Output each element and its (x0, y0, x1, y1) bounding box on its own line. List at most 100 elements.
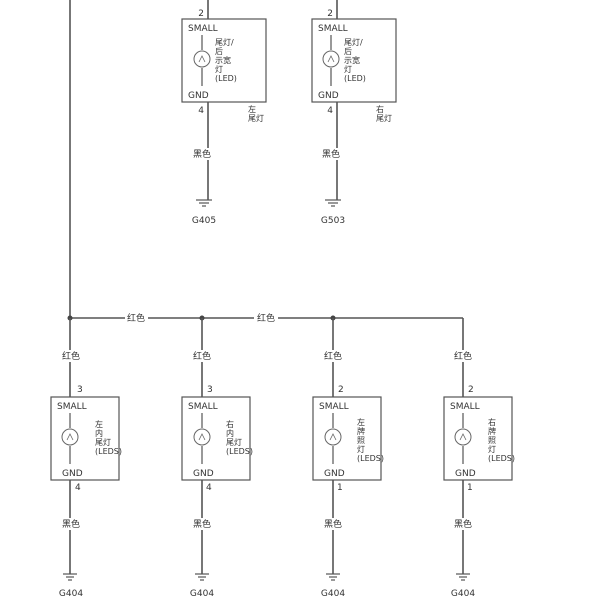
wire-color-label: 黑色 (322, 148, 340, 160)
lamp-desc-line: 示宽 (215, 55, 231, 65)
lamp-module-box (181, 396, 251, 481)
led-lamp-icon (322, 50, 340, 68)
lamp-desc-line: 灯 (488, 444, 496, 454)
ground-icon (325, 199, 341, 207)
pin-number: 2 (338, 385, 344, 395)
wire-color-label: 红色 (454, 350, 472, 362)
position-label: 尾灯 (376, 113, 392, 123)
led-filament-icon (459, 433, 467, 441)
led-filament-icon (198, 433, 206, 441)
right-inner-tail-lamp-component: 红色 3 SMALL 右 内 尾灯 (LEDS) GND 4 黑色 G404 (181, 318, 253, 599)
led-filament-icon (329, 433, 337, 441)
wire-label-bg (449, 518, 479, 530)
lamp-desc-line: (LEDS) (488, 454, 515, 463)
lamp-desc-line: 左 (95, 419, 103, 429)
lamp-desc-line: 内 (95, 428, 103, 438)
position-label: 左 (248, 104, 256, 114)
signal-label: SMALL (318, 24, 348, 34)
led-filament-icon (66, 433, 74, 441)
pin-number: 3 (77, 385, 83, 395)
wire-label-bg (321, 148, 353, 160)
signal-label: SMALL (188, 402, 218, 412)
wire-color-label: 黑色 (193, 148, 211, 160)
signal-label: SMALL (57, 402, 87, 412)
led-filament-icon (327, 55, 335, 63)
lamp-desc-line: 后 (344, 46, 352, 56)
ground-id: G503 (321, 216, 345, 226)
wire-color-label: 黑色 (62, 518, 80, 530)
bus-wire-label: 红色 (257, 312, 275, 324)
lamp-desc-line: 右 (488, 417, 496, 427)
lamp-desc-line: 尾灯 (95, 437, 111, 447)
wire-color-label: 红色 (324, 350, 342, 362)
pin-number: 4 (327, 106, 333, 116)
signal-label: SMALL (450, 402, 480, 412)
ground-id: G404 (59, 589, 83, 599)
gnd-label: GND (193, 469, 214, 479)
gnd-label: GND (62, 469, 83, 479)
wire-color-label: 黑色 (454, 518, 472, 530)
lamp-desc-line: 牌 (488, 426, 496, 436)
pin-number: 2 (198, 9, 204, 19)
wire-color-label: 红色 (193, 350, 211, 362)
pin-number: 4 (206, 483, 212, 493)
pin-number: 2 (468, 385, 474, 395)
wire-label-bg (188, 350, 218, 362)
right-tail-lamp-component: 2 SMALL 尾灯/ 后 示宽 灯 (LED) GND 4 右 尾灯 黑色 G… (311, 0, 397, 226)
wire-label-bg (56, 350, 86, 362)
lamp-desc-line: 照 (488, 436, 496, 445)
left-tail-lamp-component: 2 SMALL 尾灯/ 后 示宽 灯 (LED) GND 4 左 尾灯 黑色 G… (181, 0, 267, 226)
led-lamp-icon (454, 428, 472, 446)
lamp-desc-line: 尾灯 (226, 437, 242, 447)
wire-label-bg (449, 350, 479, 362)
lamp-desc-line: (LEDS) (95, 447, 122, 456)
lamp-desc-line: 灯 (344, 64, 352, 74)
lamp-desc-line: (LEDS) (357, 454, 384, 463)
led-lamp-icon (193, 50, 211, 68)
pin-number: 4 (75, 483, 81, 493)
ground-icon (195, 573, 209, 581)
lamp-desc-line: 右 (226, 419, 234, 429)
wire-label-bg (192, 148, 224, 160)
wire-label-bg (188, 518, 218, 530)
ground-icon (326, 573, 340, 581)
lamp-desc-line: (LED) (344, 74, 366, 83)
wire-label-bg (56, 518, 86, 530)
position-label: 右 (376, 104, 384, 114)
pin-number: 3 (207, 385, 213, 395)
ground-icon (196, 199, 212, 207)
left-license-lamp-component: 红色 2 SMALL 左 牌 照 灯 (LEDS) GND 1 黑色 G404 (312, 318, 384, 599)
lamp-desc-line: 灯 (215, 64, 223, 74)
lamp-desc-line: 灯 (357, 444, 365, 454)
lamp-desc-line: 后 (215, 46, 223, 56)
lamp-module-box (312, 396, 382, 481)
lamp-desc-line: (LEDS) (226, 447, 253, 456)
ground-id: G404 (451, 589, 475, 599)
led-filament-icon (198, 55, 206, 63)
lamp-desc-line: 内 (226, 428, 234, 438)
pin-number: 1 (467, 483, 473, 493)
lamp-desc-line: 牌 (357, 426, 365, 436)
ground-icon (456, 573, 470, 581)
ground-id: G405 (192, 216, 216, 226)
gnd-label: GND (455, 469, 476, 479)
wire-color-label: 黑色 (193, 518, 211, 530)
ground-id: G404 (190, 589, 214, 599)
lamp-desc-line: 左 (357, 417, 365, 427)
pin-number: 2 (327, 9, 333, 19)
lamp-desc-line: 尾灯/ (215, 37, 234, 47)
position-label: 尾灯 (248, 113, 264, 123)
wire-color-label: 黑色 (324, 518, 342, 530)
wire-label-bg (319, 518, 349, 530)
lamp-desc-line: 示宽 (344, 55, 360, 65)
gnd-label: GND (318, 91, 339, 101)
ground-id: G404 (321, 589, 345, 599)
ground-icon (63, 573, 77, 581)
bus-wire-label: 红色 (127, 312, 145, 324)
wire-label-bg (319, 350, 349, 362)
gnd-label: GND (188, 91, 209, 101)
signal-label: SMALL (188, 24, 218, 34)
lamp-desc-line: 照 (357, 436, 365, 445)
signal-label: SMALL (319, 402, 349, 412)
